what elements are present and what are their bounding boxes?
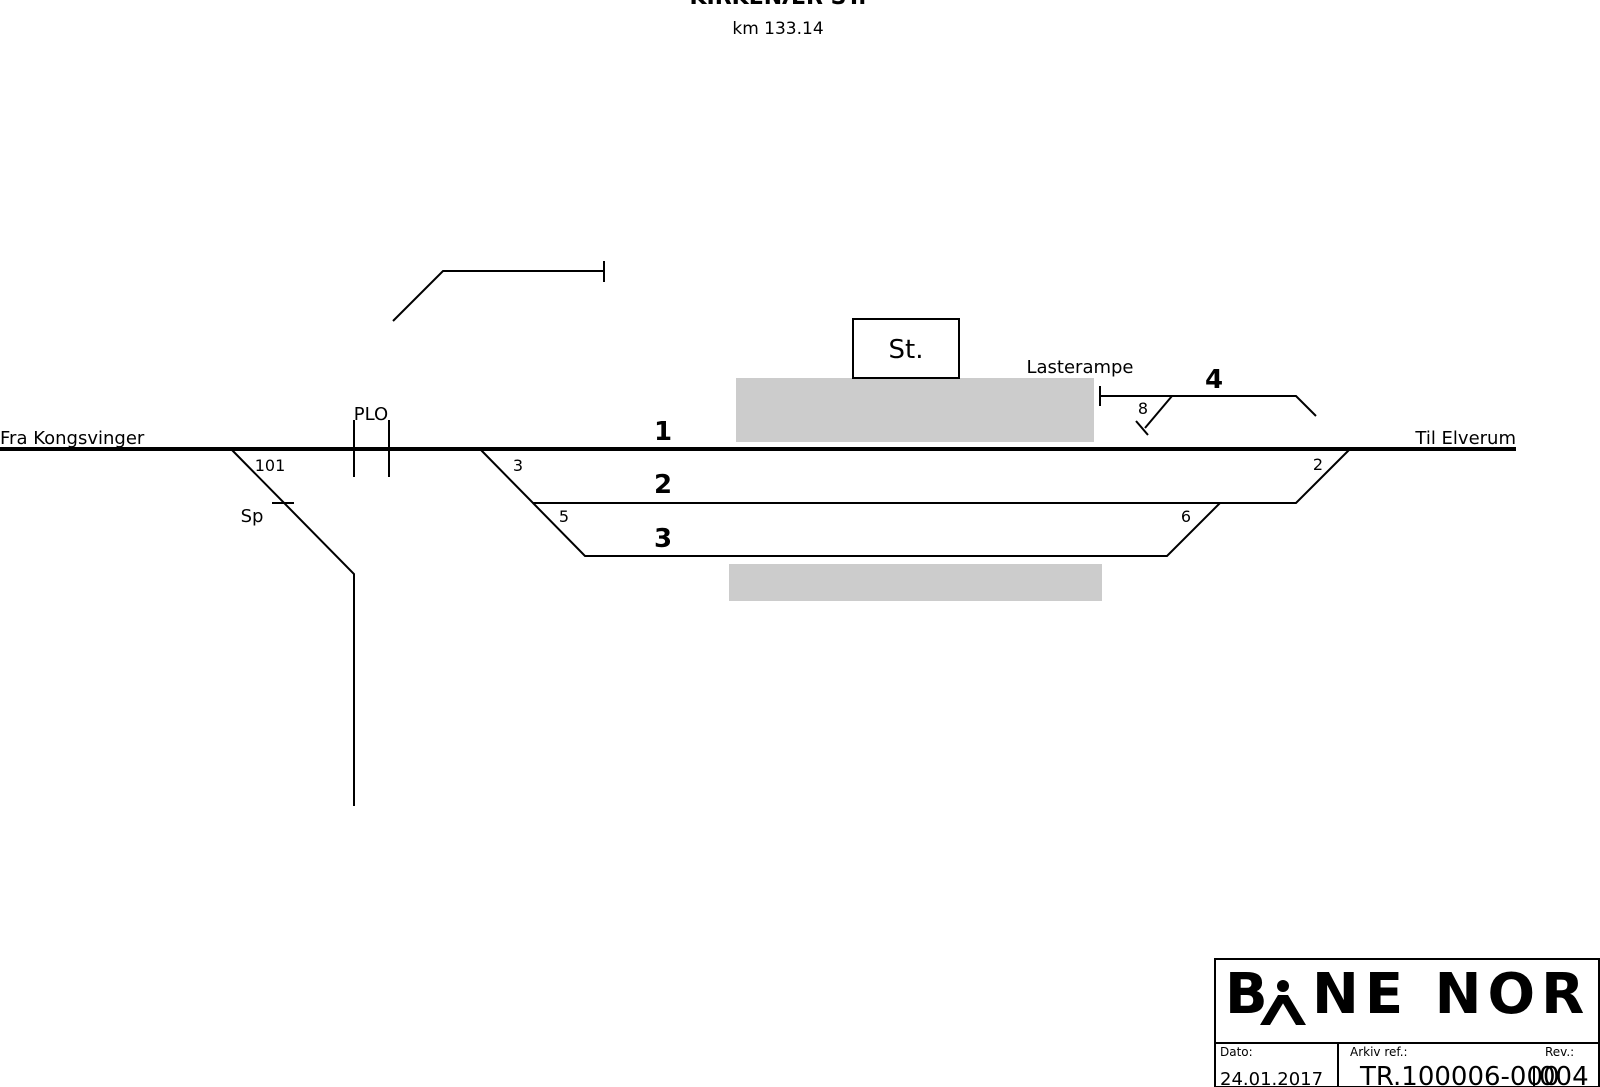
title-block: B NE NOR Dato: 24.01.2017 Arkiv ref.: TR… — [1214, 958, 1600, 1087]
sp-label: Sp — [241, 506, 264, 527]
dato-value: 24.01.2017 — [1220, 1069, 1323, 1087]
track-3-line — [532, 502, 1221, 557]
rev-label: Rev.: — [1545, 1045, 1574, 1059]
track-number-4: 4 — [1205, 365, 1223, 395]
switch-number-101: 101 — [255, 456, 286, 475]
arkiv-label: Arkiv ref.: — [1350, 1045, 1408, 1059]
track-2-line — [479, 448, 1351, 504]
lasterampe-label: Lasterampe — [1026, 357, 1133, 378]
arkiv-value: TR.100006-000 — [1359, 1062, 1560, 1087]
km-marker: km 133.14 — [732, 19, 823, 39]
branch-line-101 — [230, 448, 355, 806]
from-label: Fra Kongsvinger — [0, 428, 145, 449]
logo-text-right: NE NOR — [1312, 962, 1590, 1027]
upper-siding — [392, 270, 604, 322]
rev-value: 004 — [1539, 1062, 1589, 1087]
switch-8-branch — [1144, 395, 1173, 429]
dato-label: Dato: — [1220, 1045, 1253, 1059]
logo-mark-icon — [1260, 980, 1306, 1025]
switch-8-stop — [1135, 420, 1149, 436]
switch-number-3: 3 — [513, 456, 523, 475]
switch-number-5: 5 — [559, 507, 569, 526]
station-building — [852, 318, 960, 379]
switch-number-6: 6 — [1181, 507, 1191, 526]
station-building-label: St. — [889, 335, 924, 365]
page-title: KIRKENÆR ST. — [690, 0, 867, 10]
platform-north — [736, 378, 1094, 442]
platform-south — [729, 564, 1102, 601]
switch-number-8: 8 — [1138, 399, 1148, 418]
track-number-1: 1 — [654, 417, 672, 447]
plo-label: PLO — [354, 404, 388, 425]
logo-text-left: B — [1225, 962, 1274, 1027]
track-number-2: 2 — [654, 470, 672, 500]
track-number-3: 3 — [654, 524, 672, 554]
track-4-line — [1100, 395, 1317, 417]
to-label: Til Elverum — [1414, 428, 1516, 449]
switch-number-2: 2 — [1313, 455, 1323, 474]
